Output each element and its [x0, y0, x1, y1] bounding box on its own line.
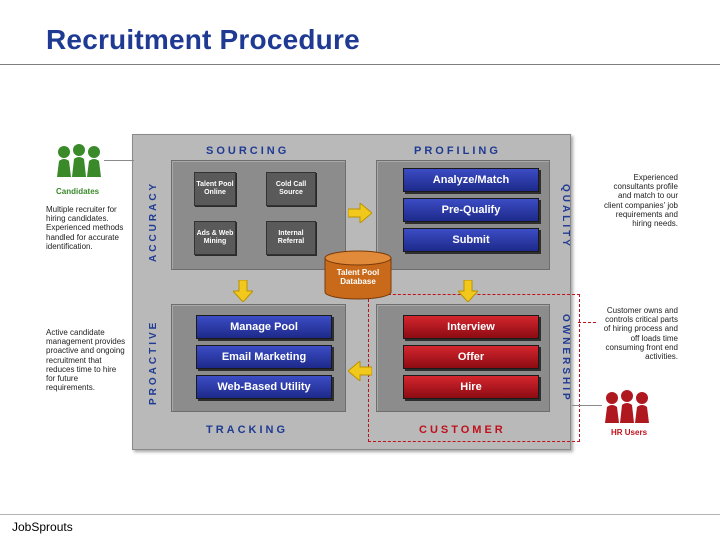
talent-pool-database: Talent Pool Database [323, 250, 393, 300]
slide-title: Recruitment Procedure [46, 24, 360, 55]
ownership-note-connector [578, 322, 596, 323]
customer-ownership-outline [368, 294, 580, 442]
customer-bar-interview: Interview [403, 315, 539, 339]
candidates-label: Candidates [56, 187, 100, 196]
hr-users-connector [572, 405, 602, 406]
tracking-header: TRACKING [206, 424, 289, 436]
tracking-bar-email-marketing: Email Marketing [196, 345, 332, 369]
arrow-down-icon [458, 280, 478, 302]
note-left-top: Multiple recruiter for hiring candidates… [46, 205, 124, 251]
candidates-people-icon [57, 144, 101, 177]
sourcing-header: SOURCING [206, 145, 290, 157]
sourcing-tile-ads-web-mining: Ads & Web Mining [194, 221, 236, 255]
candidates-connector [104, 160, 134, 161]
quality-label: QUALITY [560, 184, 571, 249]
footer-brand: JobSprouts [12, 520, 73, 534]
tracking-bar-web-based-utility: Web-Based Utility [196, 375, 332, 399]
sourcing-tile-talent-pool-online: Talent Pool Online [194, 172, 236, 206]
arrow-down-icon [233, 280, 253, 302]
proactive-label: PROACTIVE [148, 319, 159, 405]
profiling-bar-analyze-match: Analyze/Match [403, 168, 539, 192]
database-icon [324, 250, 392, 300]
hr-users-people-icon [605, 390, 649, 423]
accuracy-label: ACCURACY [148, 180, 159, 262]
note-right-bottom: Customer owns and controls critical part… [603, 306, 678, 361]
footer-divider [0, 514, 720, 515]
customer-bar-hire: Hire [403, 375, 539, 399]
sourcing-tile-internal-referral: Internal Referral [266, 221, 316, 255]
note-left-bottom: Active candidate management provides pro… [46, 328, 126, 393]
customer-header: CUSTOMER [419, 424, 506, 436]
arrow-left-icon [348, 361, 372, 381]
hr-users-label: HR Users [611, 428, 648, 437]
note-right-top: Experienced consultants profile and matc… [603, 173, 678, 228]
profiling-header: PROFILING [414, 145, 501, 157]
title-divider [0, 64, 720, 65]
arrow-right-icon [348, 203, 372, 223]
database-label: Talent Pool Database [336, 268, 380, 286]
profiling-bar-pre-qualify: Pre-Qualify [403, 198, 539, 222]
customer-bar-offer: Offer [403, 345, 539, 369]
sourcing-tile-cold-call-source: Cold Call Source [266, 172, 316, 206]
profiling-bar-submit: Submit [403, 228, 539, 252]
tracking-bar-manage-pool: Manage Pool [196, 315, 332, 339]
